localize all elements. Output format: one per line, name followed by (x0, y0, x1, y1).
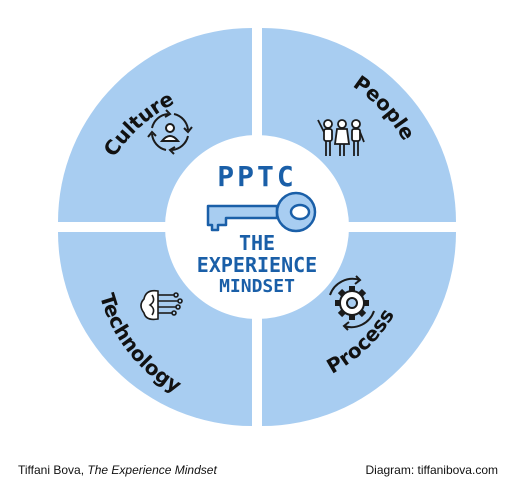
center-line-2: EXPERIENCE (197, 253, 317, 277)
footer-book-title: The Experience Mindset (87, 463, 217, 477)
footer-attribution: Tiffani Bova, The Experience Mindset (18, 463, 217, 477)
center-circle (165, 135, 349, 319)
center-acronym: PPTC (217, 160, 296, 193)
center-line-3: MINDSET (219, 276, 295, 297)
footer-author: Tiffani Bova, (18, 463, 88, 477)
footer-credit: Diagram: tiffanibova.com (365, 463, 498, 477)
center-line-1: THE (239, 231, 275, 255)
person-with-cycle-arrows-icon (147, 109, 193, 155)
key-icon (206, 191, 317, 233)
brain-circuit-icon (140, 289, 183, 321)
group-of-people-icon (317, 119, 365, 156)
